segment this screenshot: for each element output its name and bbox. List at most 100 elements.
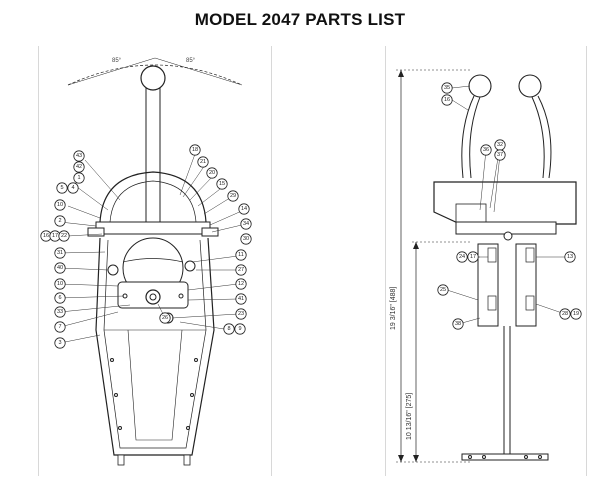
svg-text:5: 5 xyxy=(60,185,63,191)
svg-text:13: 13 xyxy=(567,254,573,260)
svg-text:14: 14 xyxy=(241,206,247,212)
callout-15: 15 xyxy=(216,178,228,190)
svg-text:10: 10 xyxy=(57,281,63,287)
svg-text:35: 35 xyxy=(444,85,450,91)
callout-41: 41 xyxy=(235,293,247,305)
svg-text:16: 16 xyxy=(444,97,450,103)
knob-right xyxy=(518,74,542,98)
left-leaders xyxy=(59,153,247,344)
lever-left xyxy=(461,95,481,179)
svg-text:4: 4 xyxy=(71,185,74,191)
svg-text:22: 22 xyxy=(61,233,67,239)
callout-13: 13 xyxy=(564,251,576,263)
svg-text:42: 42 xyxy=(76,164,82,170)
callout-27: 27 xyxy=(235,264,247,276)
callout-21: 21 xyxy=(197,156,209,168)
svg-text:1: 1 xyxy=(77,175,80,181)
callout-31: 31 xyxy=(54,247,66,259)
callout-1: 1 xyxy=(73,172,85,184)
callout-37: 37 xyxy=(494,149,506,161)
callout-32: 32 xyxy=(494,139,506,151)
lever-shaft xyxy=(145,88,161,228)
svg-text:17: 17 xyxy=(52,233,58,239)
callout-12: 12 xyxy=(235,278,247,290)
callout-2: 2 xyxy=(54,215,66,227)
right-callouts: 35 16 32 36 37 24 17 13 25 28 19 38 xyxy=(437,82,582,330)
right-view-frame xyxy=(385,46,587,476)
dim-lower-label: 10 13/16" [275] xyxy=(406,393,413,440)
svg-text:27: 27 xyxy=(238,267,244,273)
callout-30: 30 xyxy=(240,233,252,245)
callout-17: 17 xyxy=(49,230,61,242)
svg-text:33: 33 xyxy=(57,309,63,315)
callout-29: 29 xyxy=(227,190,239,202)
svg-text:43: 43 xyxy=(76,153,82,159)
svg-text:30: 30 xyxy=(243,236,249,242)
callout-38: 38 xyxy=(452,318,464,330)
svg-text:37: 37 xyxy=(497,152,503,158)
callout-22: 22 xyxy=(58,230,70,242)
svg-text:38: 38 xyxy=(455,321,461,327)
callout-34: 34 xyxy=(240,218,252,230)
lever-right xyxy=(531,95,552,179)
svg-text:32: 32 xyxy=(497,142,503,148)
callout-35: 35 xyxy=(441,82,453,94)
callout-19: 19 xyxy=(570,308,582,320)
callout-8: 8 xyxy=(223,323,235,335)
svg-text:24: 24 xyxy=(459,254,465,260)
knob-left xyxy=(468,74,492,98)
svg-text:16: 16 xyxy=(43,233,49,239)
callout-14: 14 xyxy=(238,203,250,215)
callout-36: 36 xyxy=(480,144,492,156)
svg-text:26: 26 xyxy=(162,315,168,321)
svg-text:6: 6 xyxy=(58,295,61,301)
mounting-frame-inner xyxy=(103,239,207,449)
callout-26: 26 xyxy=(159,312,171,324)
callout-20: 20 xyxy=(206,167,218,179)
angle-right-label: 85° xyxy=(186,58,196,64)
callout-10-top: 10 xyxy=(54,199,66,211)
svg-text:41: 41 xyxy=(238,296,244,302)
dim-overall-label: 19 3/16" [488] xyxy=(390,287,397,330)
callout-6: 6 xyxy=(54,292,66,304)
svg-text:17: 17 xyxy=(470,254,476,260)
angle-left-label: 85° xyxy=(112,58,122,64)
housing-dome xyxy=(99,171,207,223)
svg-text:31: 31 xyxy=(57,250,63,256)
lever-knob xyxy=(140,65,166,91)
throw-angle-arc xyxy=(67,64,243,86)
callout-33: 33 xyxy=(54,306,66,318)
svg-text:11: 11 xyxy=(238,252,244,258)
base-plate xyxy=(461,453,549,461)
svg-text:10: 10 xyxy=(57,202,63,208)
callout-9: 9 xyxy=(234,323,246,335)
svg-text:9: 9 xyxy=(238,326,241,332)
svg-text:2: 2 xyxy=(58,218,61,224)
callout-3: 3 xyxy=(54,337,66,349)
left-callouts: 18 43 42 1 21 20 5 4 15 10 29 14 2 34 16… xyxy=(40,144,252,349)
svg-text:36: 36 xyxy=(483,147,489,153)
page-title: MODEL 2047 PARTS LIST xyxy=(194,10,406,29)
svg-text:34: 34 xyxy=(243,221,249,227)
callout-4: 4 xyxy=(67,182,79,194)
svg-text:3: 3 xyxy=(58,340,61,346)
callout-10-mid: 10 xyxy=(54,278,66,290)
mounting-frame-outer xyxy=(95,237,215,456)
callout-23: 23 xyxy=(235,308,247,320)
svg-text:19: 19 xyxy=(573,311,579,317)
svg-text:23: 23 xyxy=(238,311,244,317)
svg-text:25: 25 xyxy=(440,287,446,293)
svg-text:15: 15 xyxy=(219,181,225,187)
callout-5: 5 xyxy=(56,182,68,194)
left-view: 85° 85° xyxy=(67,57,243,466)
svg-text:28: 28 xyxy=(562,311,568,317)
callout-24: 24 xyxy=(456,251,468,263)
callout-7: 7 xyxy=(54,321,66,333)
callout-40: 40 xyxy=(54,262,66,274)
left-view-frame xyxy=(38,46,272,476)
callout-43: 43 xyxy=(73,150,85,162)
right-view xyxy=(396,69,577,463)
svg-text:20: 20 xyxy=(209,170,215,176)
side-housing xyxy=(433,181,577,225)
svg-text:18: 18 xyxy=(192,147,198,153)
